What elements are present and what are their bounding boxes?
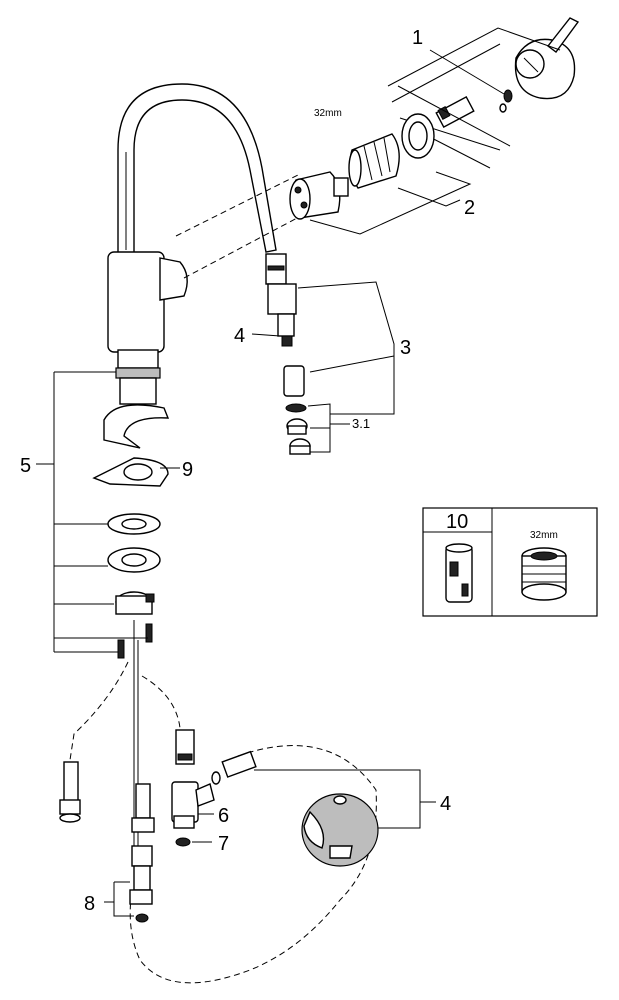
- hose-coupling: [211, 750, 257, 785]
- hose-connector-right: [175, 729, 195, 765]
- hose-connector-center: [131, 783, 155, 833]
- callout-6: 6: [218, 805, 229, 827]
- handle-adapter-pin: [435, 96, 475, 128]
- callout-9: 9: [182, 459, 193, 481]
- tools-inset-box: [422, 507, 598, 617]
- mounting-bracket: [115, 591, 155, 615]
- cartridge-sleeve: [401, 113, 435, 159]
- adapter-washer: [175, 837, 191, 847]
- dimension-label-inset: 32mm: [530, 530, 558, 541]
- callout-4-weight: 4: [440, 793, 451, 815]
- cartridge-nut-tool: [521, 547, 567, 601]
- callout-2-leader: [309, 171, 472, 235]
- mounting-nut-upper: [103, 404, 170, 449]
- hose-weight: [301, 793, 379, 867]
- callout-7: 7: [218, 833, 229, 855]
- mounting-plate: [92, 457, 169, 487]
- mounting-screws: [117, 623, 153, 659]
- spray-hose-loop: [129, 745, 377, 984]
- dimension-label-cartridge: 32mm: [314, 108, 342, 119]
- callout-8: 8: [84, 893, 95, 915]
- spray-sleeve: [283, 365, 305, 397]
- cartridge: [289, 171, 349, 220]
- callout-4-weight-leader: [254, 769, 436, 829]
- callout-10: 10: [446, 511, 468, 533]
- spray-hose: [265, 253, 297, 347]
- supply-hose-right: [141, 675, 181, 729]
- callout-5-leader: [36, 371, 148, 653]
- faucet-body: [107, 251, 188, 405]
- angle-adapter: [171, 781, 215, 829]
- aerator-parts: [285, 403, 311, 455]
- callout-4-hose-leader: [251, 333, 281, 337]
- callout-1: 1: [412, 27, 423, 49]
- mounting-washer-1: [107, 513, 161, 535]
- callout-3-leader: [297, 281, 395, 415]
- callout-3: 3: [400, 337, 411, 359]
- callout-8-leader: [104, 881, 134, 917]
- extension-piece: [129, 845, 153, 923]
- callout-3-1-leader: [307, 403, 350, 453]
- mounting-washer-2: [107, 547, 161, 573]
- handle-exploded-lines: [387, 27, 561, 169]
- cartridge-guide-line-2: [175, 173, 301, 237]
- handle-screw: [499, 89, 513, 113]
- callout-4-hose: 4: [234, 325, 245, 347]
- callout-1-leader: [429, 49, 505, 95]
- callout-3-1: 3.1: [352, 416, 370, 431]
- callout-5: 5: [20, 455, 31, 477]
- handle-lever: [514, 17, 580, 100]
- faucet-spout: [117, 83, 277, 259]
- cartridge-guide-line: [183, 189, 351, 279]
- cartridge-nut: [348, 133, 400, 189]
- supply-hose-left: [69, 661, 129, 761]
- mounting-tool: [445, 543, 473, 603]
- hose-connector-left: [59, 761, 81, 823]
- callout-2: 2: [464, 197, 475, 219]
